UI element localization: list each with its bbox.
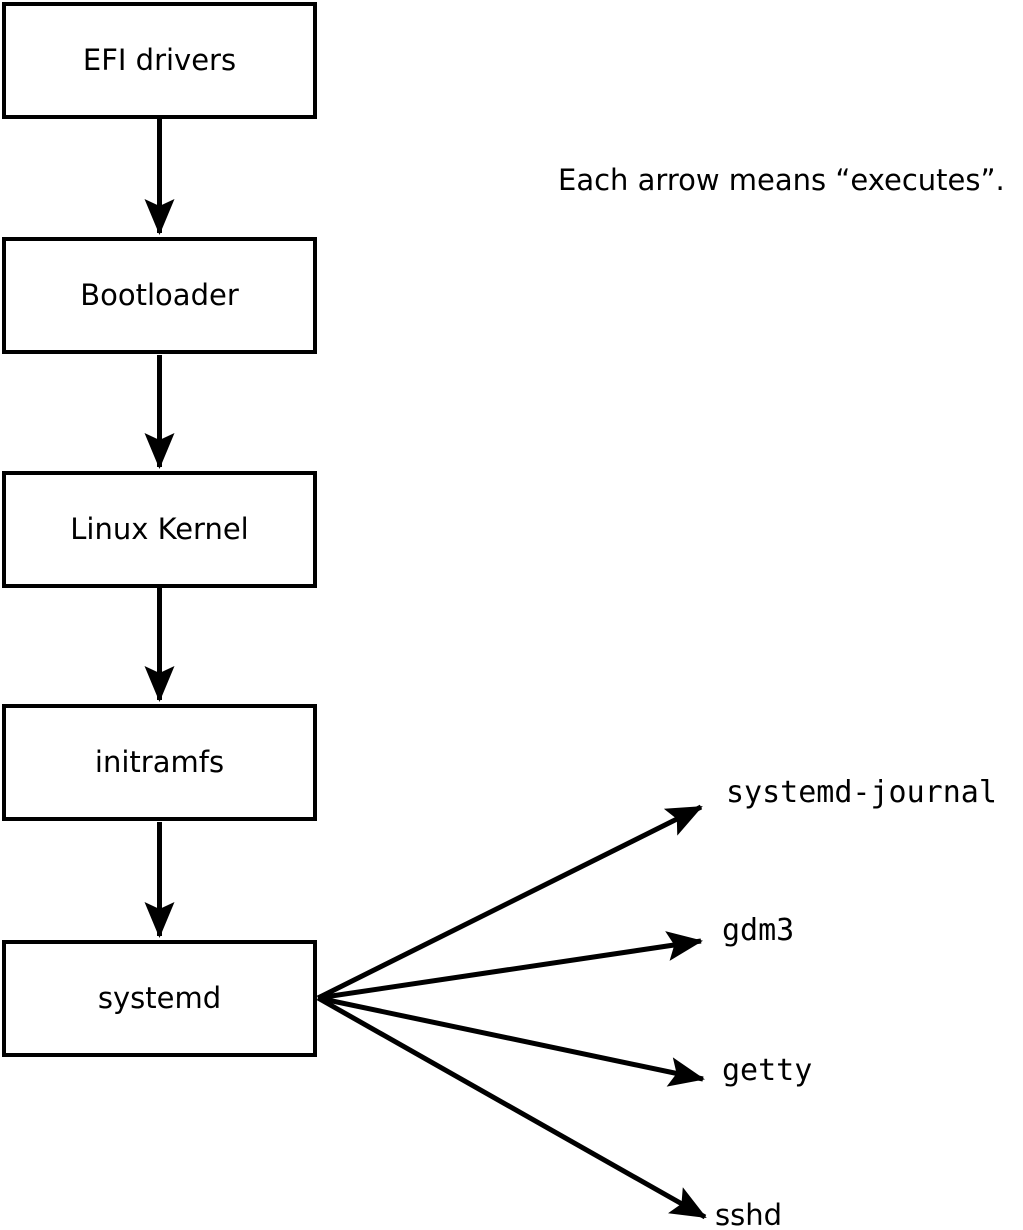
node-efi-drivers-label: EFI drivers	[82, 43, 237, 77]
service-label-sshd: sshd	[715, 1198, 783, 1230]
node-systemd: systemd	[2, 940, 317, 1057]
node-initramfs: initramfs	[2, 704, 317, 821]
node-efi-drivers: EFI drivers	[2, 2, 317, 119]
node-bootloader: Bootloader	[2, 237, 317, 354]
arrow-systemd-to-gdm3	[317, 931, 703, 1001]
node-linux-kernel: Linux Kernel	[2, 471, 317, 588]
arrow-systemd-to-getty	[317, 995, 705, 1087]
service-label-systemd-journal: systemd-journal	[726, 775, 997, 810]
node-initramfs-label: initramfs	[94, 745, 225, 779]
arrow-systemd-to-systemd-journal	[316, 804, 703, 1001]
arrow-systemd-to-sshd	[316, 995, 707, 1220]
service-label-getty: getty	[722, 1053, 813, 1088]
node-systemd-label: systemd	[97, 981, 222, 1015]
service-label-gdm3: gdm3	[722, 913, 795, 948]
node-bootloader-label: Bootloader	[80, 278, 239, 312]
node-linux-kernel-label: Linux Kernel	[70, 512, 249, 546]
annotation-arrow-meaning: Each arrow means “executes”.	[558, 163, 1005, 197]
